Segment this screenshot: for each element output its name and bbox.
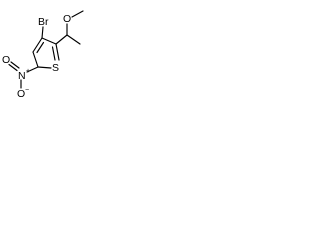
bond-c5-n — [26, 66, 39, 73]
ring-bond-s-c2-inner — [51, 46, 56, 61]
bond-n-o-top-double — [8, 63, 18, 72]
atom-sulfur: S — [52, 62, 59, 74]
ring-bond-c3-c4 — [32, 37, 43, 53]
chemical-structure: Br O S N + O O − — [2, 10, 84, 100]
oxygen-negative-charge: − — [25, 87, 29, 94]
atom-ether-oxygen: O — [63, 13, 71, 25]
ring-bond-s-c2 — [55, 43, 60, 61]
bond-c3-br — [41, 26, 44, 39]
ring-bond-c2-c3 — [41, 37, 57, 45]
nitrogen-positive-charge: + — [26, 68, 30, 75]
atom-nitro-nitrogen: N — [18, 70, 26, 82]
ring-bond-c3-c4-inner — [36, 41, 45, 54]
atom-nitro-oxygen-top: O — [2, 54, 10, 66]
bond-n-o-top — [10, 61, 20, 69]
atom-bromine: Br — [38, 16, 49, 28]
atom-nitro-oxygen-bottom: O — [17, 88, 25, 100]
ring-bond-c4-c5 — [32, 51, 39, 68]
bond-c2-ch — [55, 34, 68, 45]
ring-bond-c5-s — [37, 66, 52, 69]
bond-o-methyl — [71, 10, 84, 18]
bond-ch-methyl — [66, 34, 81, 45]
